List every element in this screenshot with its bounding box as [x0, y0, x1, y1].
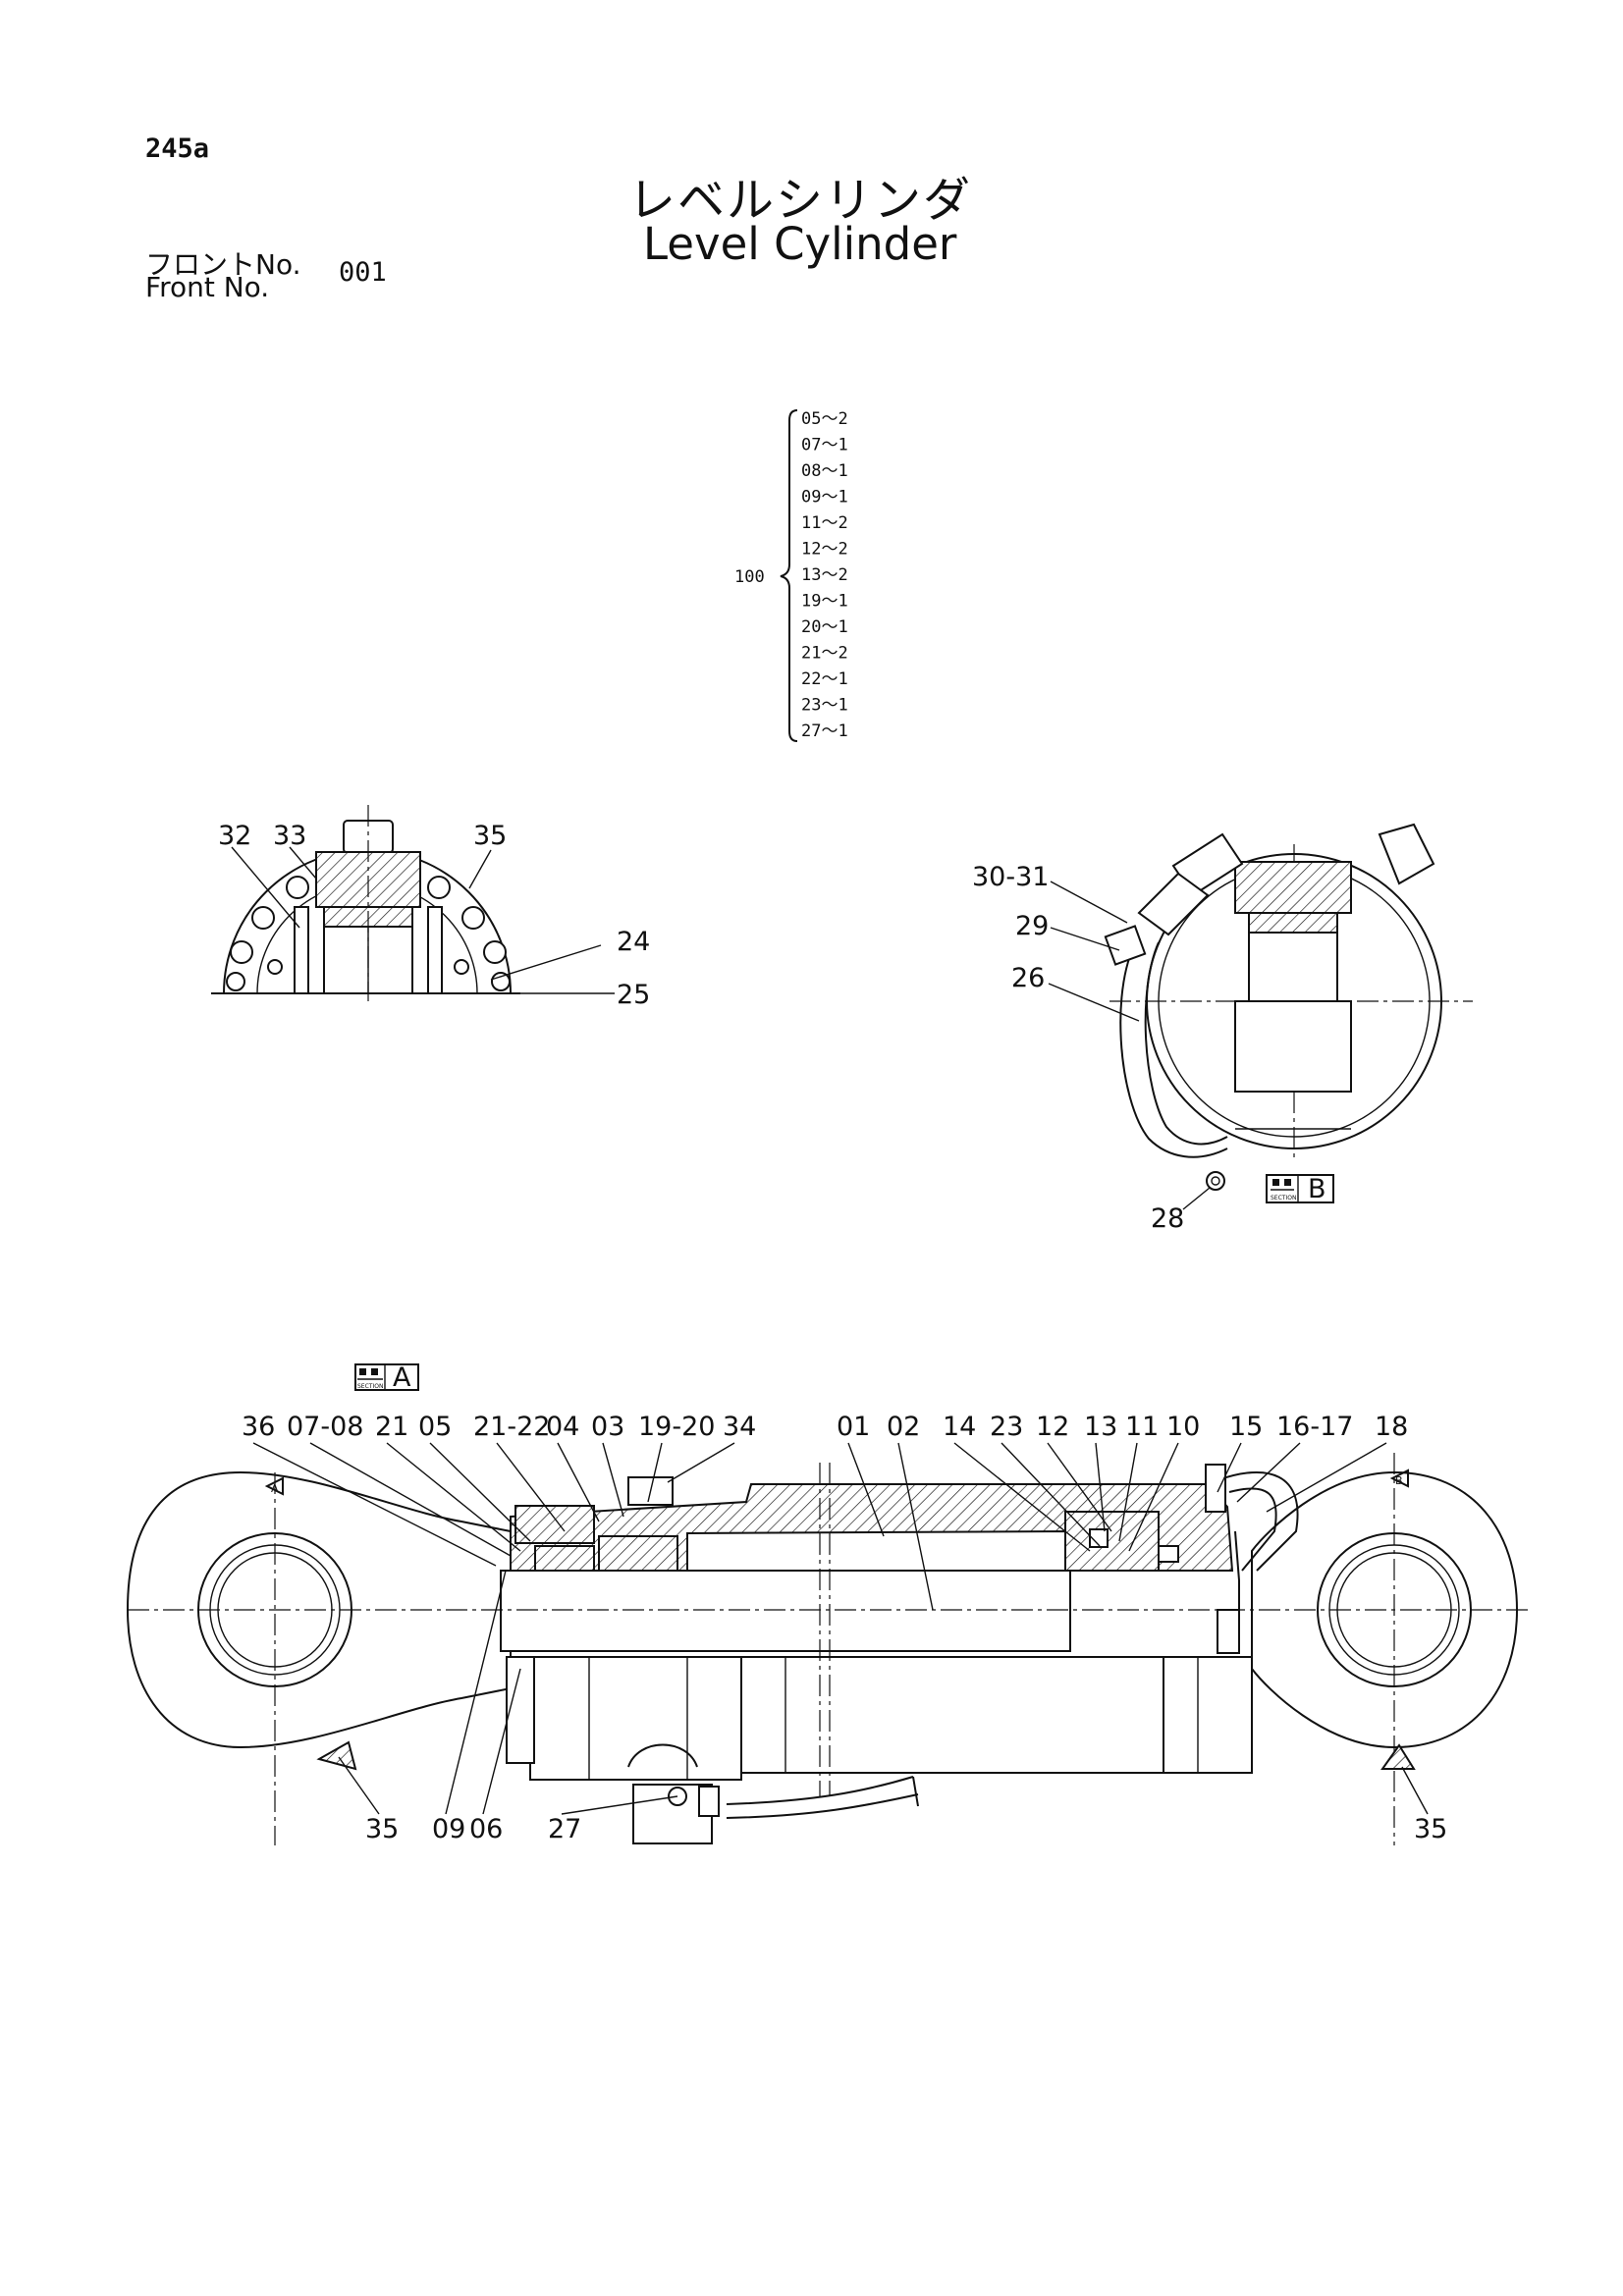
kit-item: 07～1	[801, 436, 848, 455]
section-word: SECTION	[1271, 1195, 1296, 1201]
main-cylinder-view: SECTION A A	[126, 1362, 1532, 1845]
callout-label: 26	[1011, 963, 1045, 993]
callout-label: 29	[1015, 911, 1049, 941]
leader-line	[847, 1442, 885, 1537]
leader-line	[561, 1795, 678, 1815]
kit-item: 12～2	[801, 540, 848, 560]
callout-label: 34	[723, 1412, 756, 1442]
leader-line	[1236, 1442, 1301, 1503]
section-marker-b: B	[1395, 1474, 1403, 1487]
leader-line	[1001, 1442, 1101, 1547]
callout-label: 33	[273, 821, 306, 851]
callout-label: 27	[548, 1814, 581, 1844]
callout-label: 30-31	[972, 862, 1049, 892]
kit-item: 08～1	[801, 461, 848, 481]
leader-line	[445, 1570, 507, 1815]
kit-item: 05～2	[801, 409, 848, 429]
callout-label: 10	[1166, 1412, 1200, 1442]
callout-label: 14	[943, 1412, 976, 1442]
title-english: Level Cylinder	[643, 218, 957, 270]
leader-line	[1266, 1442, 1387, 1513]
callout-label: 25	[617, 980, 650, 1010]
callout-label: 06	[469, 1814, 503, 1844]
leader-line	[667, 1442, 735, 1483]
section-b-end-view: SECTION B 30-31 29 26 28	[972, 823, 1473, 1234]
kit-item: 13～2	[801, 565, 848, 585]
leader-line	[386, 1442, 521, 1552]
callout-label: 18	[1375, 1412, 1408, 1442]
callout-label: 09	[432, 1814, 465, 1844]
kit-item: 23～1	[801, 696, 848, 716]
callout-label: 35	[365, 1814, 399, 1844]
callout-label: 21	[375, 1412, 408, 1442]
callout-label: 32	[218, 821, 251, 851]
callout-label: 11	[1125, 1412, 1159, 1442]
seal-kit-list: 100 05～2 07～1 08～1 09～1 11～2 12～2 13～2 19～1 20～1…	[734, 409, 848, 742]
leader-line	[482, 1668, 521, 1815]
callout-label: 04	[546, 1412, 579, 1442]
callout-label: 02	[887, 1412, 920, 1442]
kit-item: 27～1	[801, 721, 848, 741]
callout-label: 03	[591, 1412, 624, 1442]
front-number-label-english: Front No.	[145, 271, 270, 303]
kit-item: 09～1	[801, 488, 848, 507]
kit-item: 21～2	[801, 644, 848, 664]
page-number: 245a	[145, 133, 210, 164]
leader-line	[557, 1442, 600, 1522]
leader-line	[309, 1442, 512, 1557]
leader-line	[429, 1442, 531, 1542]
front-number-label-japanese: フロントNo.	[145, 248, 301, 281]
leader-line	[1095, 1442, 1106, 1532]
callout-label: 24	[617, 927, 650, 957]
leader-line	[338, 1756, 380, 1815]
callout-label: 15	[1229, 1412, 1263, 1442]
title-japanese: レベルシリンダ	[628, 173, 973, 228]
leader-line	[496, 1442, 566, 1532]
front-number-value: 001	[339, 257, 387, 288]
leader-line	[1047, 1442, 1112, 1532]
callout-label: 07-08	[287, 1412, 363, 1442]
leader-line	[1217, 1442, 1242, 1493]
leader-line	[602, 1442, 624, 1518]
callout-label: 35	[1414, 1814, 1447, 1844]
callout-label: 36	[242, 1412, 275, 1442]
callout-label: 05	[418, 1412, 452, 1442]
leader-line	[1401, 1766, 1429, 1815]
kit-brace	[780, 409, 798, 742]
section-letter: A	[393, 1362, 411, 1393]
callout-label: 01	[837, 1412, 870, 1442]
leader-line	[1128, 1442, 1179, 1552]
callout-label: 16-17	[1276, 1412, 1353, 1442]
leader-line	[1118, 1442, 1138, 1542]
callout-label: 21-22	[473, 1412, 550, 1442]
callout-label: 35	[473, 821, 507, 851]
callout-label: 19-20	[638, 1412, 715, 1442]
kit-item: 22～1	[801, 669, 848, 689]
leader-line	[252, 1442, 497, 1567]
section-marker-a: A	[271, 1482, 279, 1495]
kit-item: 19～1	[801, 592, 848, 612]
leader-line	[897, 1442, 934, 1611]
section-a-end-view: 32 33 35 24 25	[211, 805, 650, 1010]
callout-label: 13	[1084, 1412, 1117, 1442]
callout-label: 28	[1151, 1203, 1184, 1234]
kit-number: 100	[734, 567, 765, 587]
leader-line	[647, 1442, 663, 1503]
kit-item: 20～1	[801, 617, 848, 637]
section-letter: B	[1308, 1174, 1326, 1204]
kit-item: 11～2	[801, 513, 848, 533]
callout-label: 23	[990, 1412, 1023, 1442]
callout-label: 12	[1036, 1412, 1069, 1442]
leader-line	[953, 1442, 1091, 1552]
section-word: SECTION	[357, 1383, 383, 1390]
